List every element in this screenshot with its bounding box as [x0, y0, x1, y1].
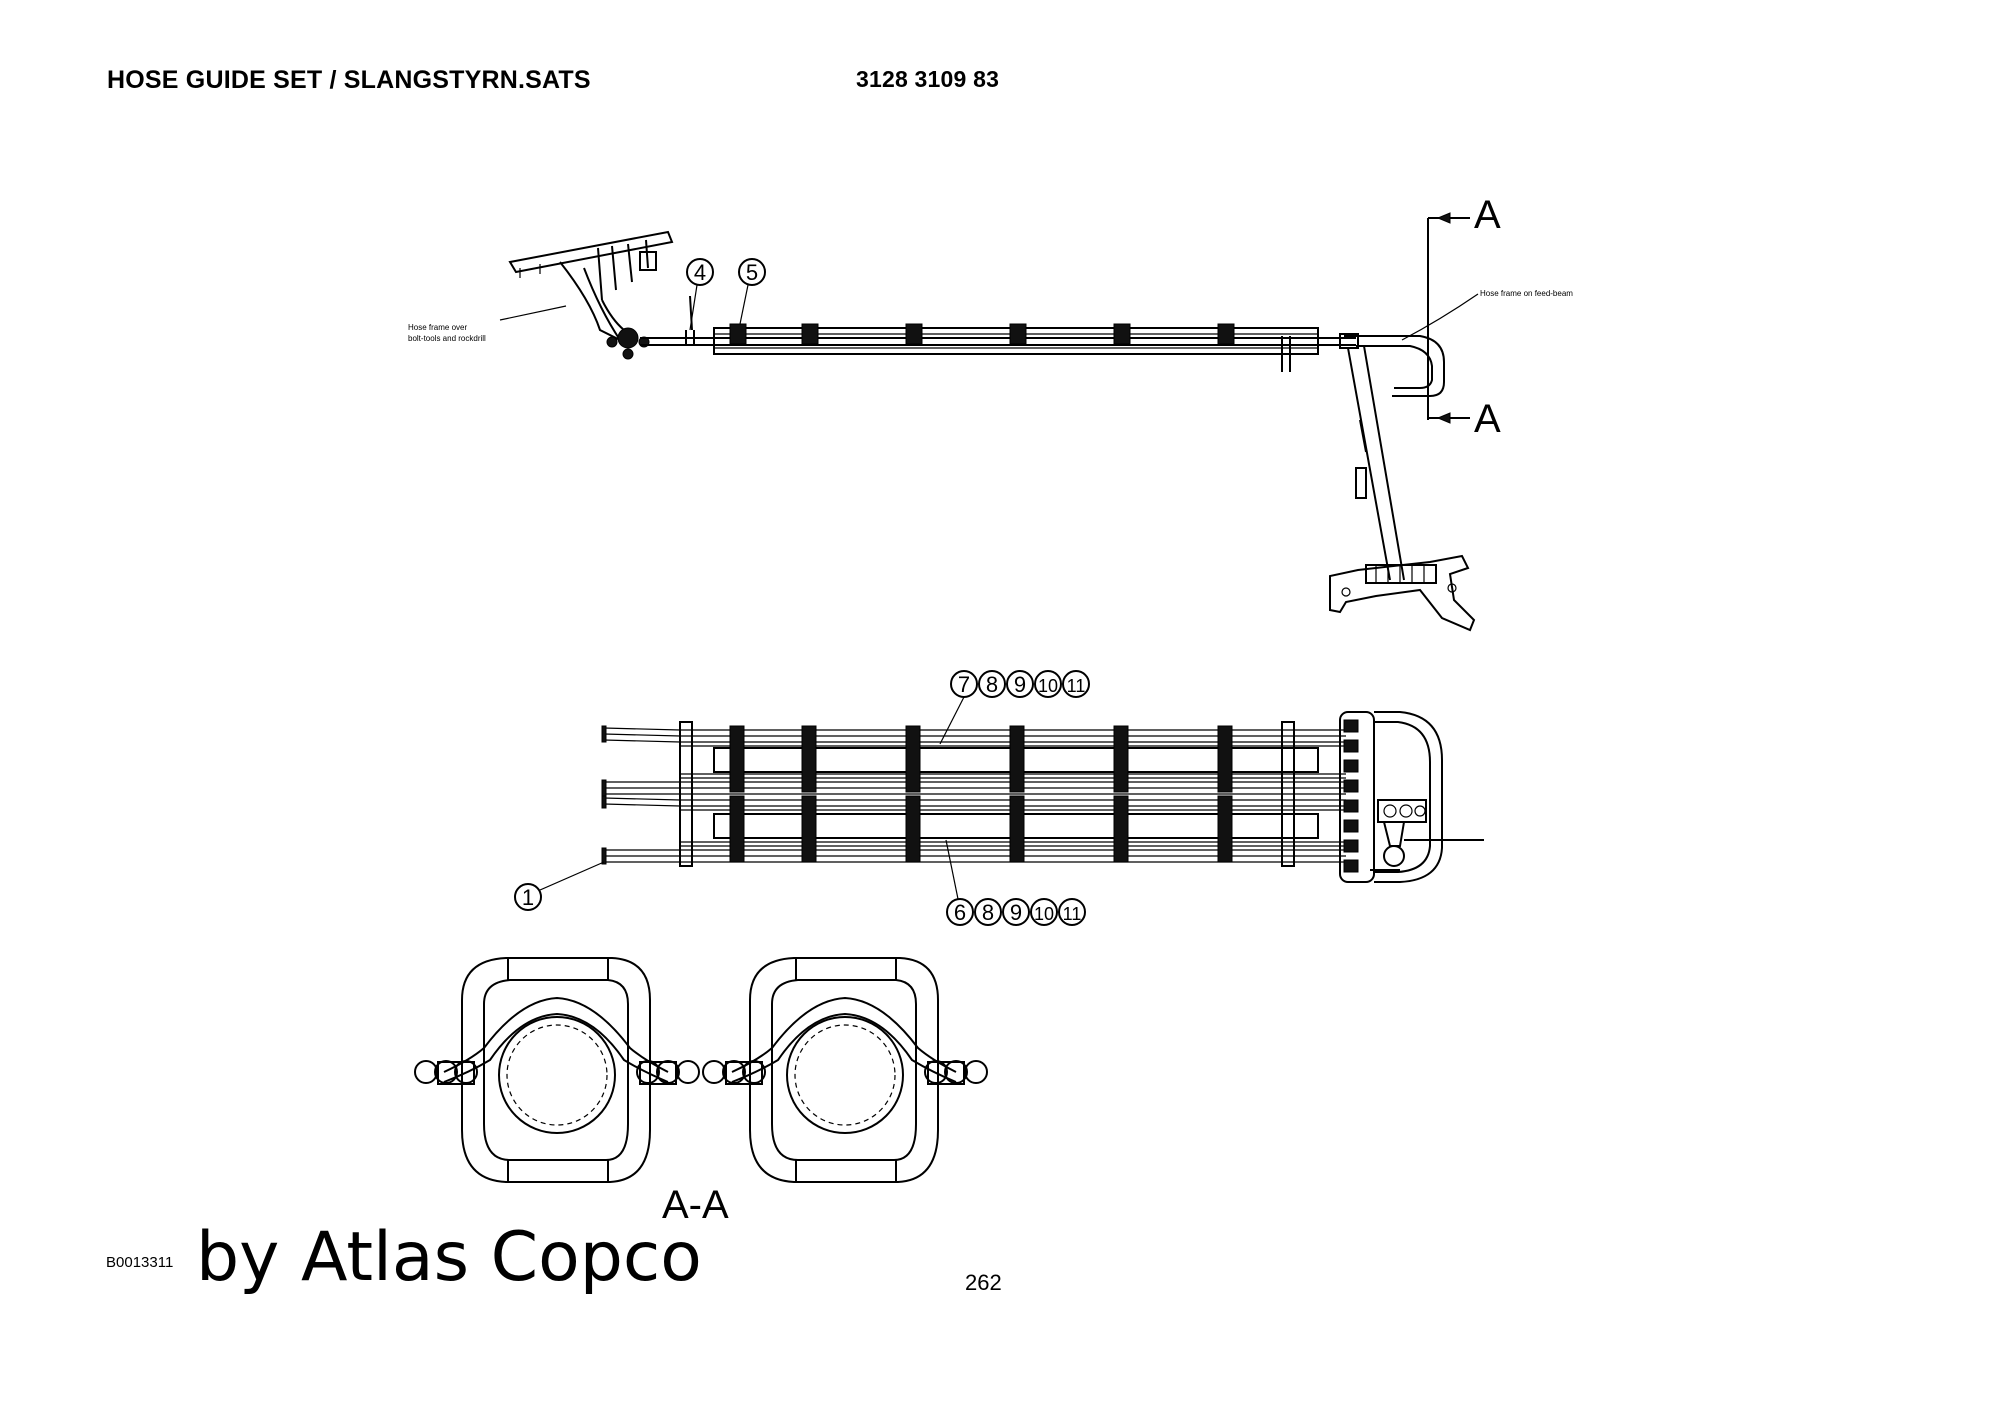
feed-beam-frame [640, 323, 1476, 632]
upper-hose-bundle [603, 727, 1346, 795]
callout-1: 1 [514, 861, 605, 911]
feed-beam-end [1339, 711, 1484, 883]
section-label: A-A [662, 1183, 729, 1227]
page-number: 262 [965, 1270, 1002, 1295]
callout-6: 6 [954, 900, 966, 925]
section-marker-top: A [1474, 193, 1501, 237]
clamp-section-left [414, 957, 700, 1183]
note-feed-beam-frame: Hose frame on feed-beam [1480, 289, 1573, 298]
section-marker-bottom: A [1474, 397, 1501, 441]
callout-11: 11 [1067, 676, 1086, 696]
callout-9: 9 [1014, 672, 1026, 697]
callout-row-lower: 6 8 9 10 11 [945, 839, 1086, 926]
svg-text:4: 4 [694, 260, 706, 285]
callout-row-upper: 7 8 9 10 11 [939, 670, 1090, 745]
svg-text:5: 5 [746, 260, 758, 285]
callout-10b: 10 [1034, 904, 1054, 924]
callout-7: 7 [958, 672, 970, 697]
callout-8: 8 [986, 672, 998, 697]
callout-11b: 11 [1063, 904, 1082, 924]
callout-9b: 9 [1010, 900, 1022, 925]
side-view: Hose frame over bolt-tools and rockdrill [408, 193, 1573, 632]
callout-8b: 8 [982, 900, 994, 925]
callout-5: 5 [738, 258, 766, 325]
lower-hose-bundle [603, 797, 1346, 863]
leader-line [499, 305, 567, 321]
brand-text: by Atlas Copco [196, 1218, 702, 1297]
document-title: HOSE GUIDE SET / SLANGSTYRN.SATS [107, 66, 591, 94]
note-rockdrill-frame-line1: Hose frame over [408, 323, 467, 332]
part-number: 3128 3109 83 [856, 66, 1000, 92]
svg-text:1: 1 [522, 885, 534, 910]
drawing-id: B0013311 [106, 1254, 174, 1271]
clamp-section-right [702, 957, 988, 1183]
rockdrill-hose-frame [508, 230, 695, 360]
leader-line [1401, 293, 1479, 341]
section-view-a-a: A-A [414, 957, 988, 1227]
top-view: 7 8 9 10 11 6 8 9 10 11 1 [514, 670, 1484, 926]
callout-10: 10 [1038, 676, 1058, 696]
callout-4: 4 [686, 258, 714, 331]
section-line [1427, 212, 1470, 424]
note-rockdrill-frame-line2: bolt-tools and rockdrill [408, 334, 486, 343]
